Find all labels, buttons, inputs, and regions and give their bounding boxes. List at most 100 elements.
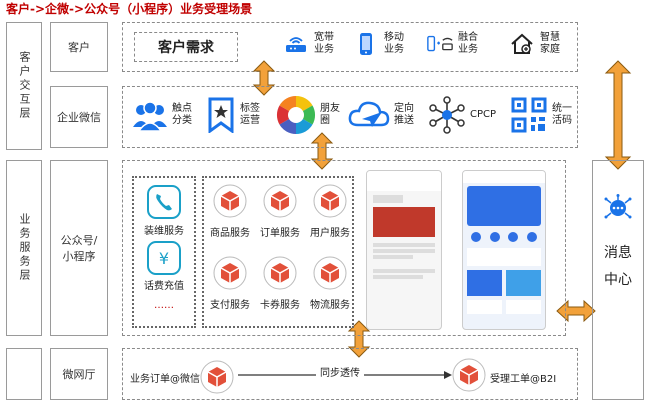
row-label-microhall: 微网厅 [50, 348, 108, 400]
people-icon [132, 96, 168, 134]
smart-home-icon [508, 30, 536, 58]
phone-line [373, 249, 435, 253]
yuan-coin-icon: ¥ [146, 240, 182, 276]
row-label-wecom: 企业微信 [50, 86, 108, 148]
phone-banner [467, 186, 541, 226]
phone-screenshot-miniprogram [462, 170, 546, 330]
sync-label: 同步透传 [316, 364, 364, 379]
service-item-label: 卡券服务 [260, 300, 300, 311]
phone-line [373, 255, 413, 259]
phone-card [467, 248, 541, 266]
service-item-label: 支付服务 [210, 300, 250, 311]
service-item-coupon: 卡券服务 [256, 256, 304, 311]
phone-line [373, 275, 423, 279]
message-center-label: 消息中心 [604, 245, 632, 288]
row-label-microhall-text: 微网厅 [62, 368, 96, 381]
svg-text:¥: ¥ [159, 249, 169, 268]
service-item-payment: 支付服务 [206, 256, 254, 311]
layer-customer-interaction: 客户交互层 [6, 22, 42, 150]
phone-card [467, 270, 502, 296]
service-cube-icon [313, 256, 347, 293]
service-cube-icon [313, 184, 347, 221]
router-icon [282, 30, 310, 58]
chat-bubble-icon [604, 194, 632, 226]
service-recharge-label: 话费充值 [144, 281, 184, 292]
converged-icon [426, 30, 454, 58]
wecom-item-push-label: 定向 推送 [394, 103, 414, 126]
wecom-item-qrcode-label: 统一 活码 [552, 103, 572, 126]
phone-card-row [467, 300, 541, 314]
bookmark-star-icon [206, 96, 236, 134]
service-item-label: 物流服务 [310, 300, 350, 311]
layer-business-service-label: 业务服务层 [18, 213, 31, 283]
service-grid-box [202, 176, 354, 328]
service-cube-icon [213, 256, 247, 293]
bottom-left-label: 业务订单@微信 [130, 374, 200, 385]
headset-phone-icon [146, 184, 182, 220]
camera-aperture-icon [276, 95, 316, 135]
customer-item-smarthome: 智慧 家庭 [508, 30, 560, 58]
mobile-phone-icon [352, 30, 380, 58]
phone-dot-icon [508, 232, 519, 242]
cloud-send-icon [348, 98, 390, 132]
service-cube-icon [263, 184, 297, 221]
phone-dot-icon [489, 232, 500, 242]
phone-card [506, 300, 541, 314]
wecom-row-box [122, 86, 578, 148]
phone-banner [373, 207, 435, 237]
wecom-item-touchpoint: 触点 分类 [132, 96, 192, 134]
service-item-order: 订单服务 [256, 184, 304, 239]
service-cube-icon [200, 360, 234, 398]
phone-screenshot-official-account [366, 170, 442, 330]
service-cube-icon [213, 184, 247, 221]
row-label-wecom-text: 企业微信 [57, 111, 101, 124]
customer-demand-box: 客户需求 [134, 32, 238, 62]
page-title: 客户->企微->公众号（小程序）业务受理场景 [6, 2, 253, 16]
double-arrow-horizontal [556, 299, 596, 323]
wecom-item-tag-label: 标签 运营 [240, 103, 260, 126]
service-item-label: 订单服务 [260, 228, 300, 239]
customer-row-box [122, 22, 578, 72]
qr-code-icon [510, 96, 548, 134]
row-label-official: 公众号/小程序 [50, 160, 108, 336]
network-node-icon [428, 96, 466, 134]
service-cube-icon [263, 256, 297, 293]
phone-line [373, 269, 435, 273]
phone-header [367, 171, 441, 191]
service-item-product: 商品服务 [206, 184, 254, 239]
wecom-item-cpcp: CPCP [428, 96, 496, 134]
phone-card [467, 300, 502, 314]
wecom-item-tag: 标签 运营 [206, 96, 260, 134]
customer-item-converged: 融合 业务 [426, 30, 478, 58]
customer-item-broadband-label: 宽带 业务 [314, 32, 334, 55]
wecom-item-cpcp-label: CPCP [470, 109, 497, 120]
phone-line [373, 243, 435, 247]
wecom-item-moments-label: 朋友 圈 [320, 103, 340, 126]
customer-item-smarthome-label: 智慧 家庭 [540, 32, 560, 55]
service-cube-icon [452, 358, 486, 396]
service-install [146, 184, 182, 220]
layer-business-service: 业务服务层 [6, 160, 42, 336]
wecom-item-push: 定向 推送 [348, 98, 414, 132]
service-install-label: 装维服务 [144, 226, 184, 237]
bottom-right-label: 受理工单@B2I [490, 374, 557, 385]
phone-dot-icon [471, 232, 482, 242]
row-label-official-text: 公众号/小程序 [60, 234, 98, 263]
row-label-customer: 客户 [50, 22, 108, 72]
customer-item-mobile-label: 移动 业务 [384, 32, 404, 55]
service-row-box [122, 160, 566, 336]
layer-customer-interaction-label: 客户交互层 [18, 51, 31, 121]
double-arrow-message-center [604, 60, 632, 170]
service-left-box [132, 176, 196, 328]
row-label-customer-text: 客户 [68, 41, 90, 54]
service-item-logistics: 物流服务 [306, 256, 354, 311]
customer-item-converged-label: 融合 业务 [458, 32, 478, 55]
phone-card-row [467, 270, 541, 296]
phone-text-block [373, 195, 403, 203]
customer-item-broadband: 宽带 业务 [282, 30, 334, 58]
phone-header [463, 171, 545, 183]
phone-dot-icon [526, 232, 537, 242]
customer-item-mobile: 移动 业务 [352, 30, 404, 58]
layer-bottom [6, 348, 42, 400]
service-recharge: ¥ [146, 240, 182, 276]
